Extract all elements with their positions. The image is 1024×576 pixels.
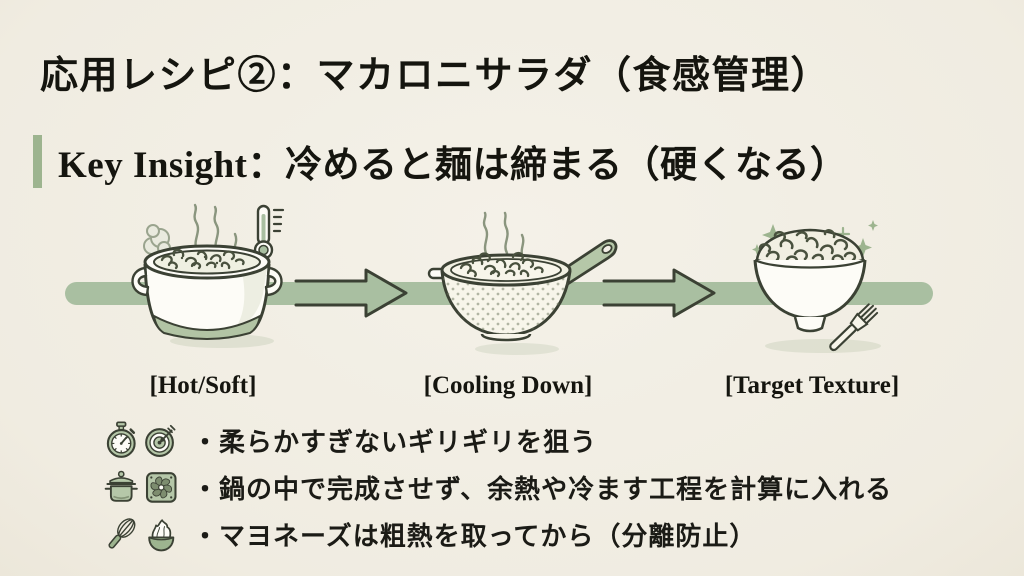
colander-illustration — [427, 211, 618, 355]
stopwatch-icon — [106, 421, 136, 458]
steaming-pot-illustration — [131, 203, 285, 348]
key-insight-block: Key Insight：冷めると麺は締まる（硬くなる） — [33, 133, 848, 189]
bullet-row: ・柔らかすぎないギリギリを狙う — [104, 418, 597, 462]
mayonnaise-bowl-icon — [147, 519, 174, 552]
bullet-text: ・柔らかすぎないギリギリを狙う — [192, 426, 598, 457]
sparkle-icon — [752, 220, 878, 257]
key-insight-text: Key Insight：冷めると麺は締まる（硬くなる） — [58, 145, 848, 186]
stage-label-target-texture: [Target Texture] — [724, 372, 900, 399]
stage-label-hot-soft: [Hot/Soft] — [149, 372, 257, 399]
target-icon — [144, 424, 175, 457]
slide-title: 応用レシピ②：マカロニサラダ（食感管理） — [40, 55, 831, 97]
bullet-row: ・鍋の中で完成させず、余熱や冷ます工程を計算に入れる — [104, 465, 892, 509]
whisk-icon — [108, 518, 136, 549]
stage-label-cooling-down: [Cooling Down] — [423, 372, 593, 399]
exhaust-fan-icon — [145, 472, 177, 503]
flow-arrow-icon — [294, 268, 408, 318]
pot-icon — [104, 470, 138, 502]
bullet-row: ・マヨネーズは粗熱を取ってから（分離防止） — [104, 512, 756, 556]
flow-arrow-icon — [602, 268, 716, 318]
key-insight-accent-bar — [33, 134, 42, 188]
fork-icon — [829, 303, 879, 352]
bullet-text: ・マヨネーズは粗熱を取ってから（分離防止） — [192, 520, 757, 551]
salad-bowl-fork-illustration — [752, 220, 881, 353]
thermometer-icon — [253, 204, 285, 260]
bullet-text: ・鍋の中で完成させず、余熱や冷ます工程を計算に入れる — [192, 473, 893, 504]
